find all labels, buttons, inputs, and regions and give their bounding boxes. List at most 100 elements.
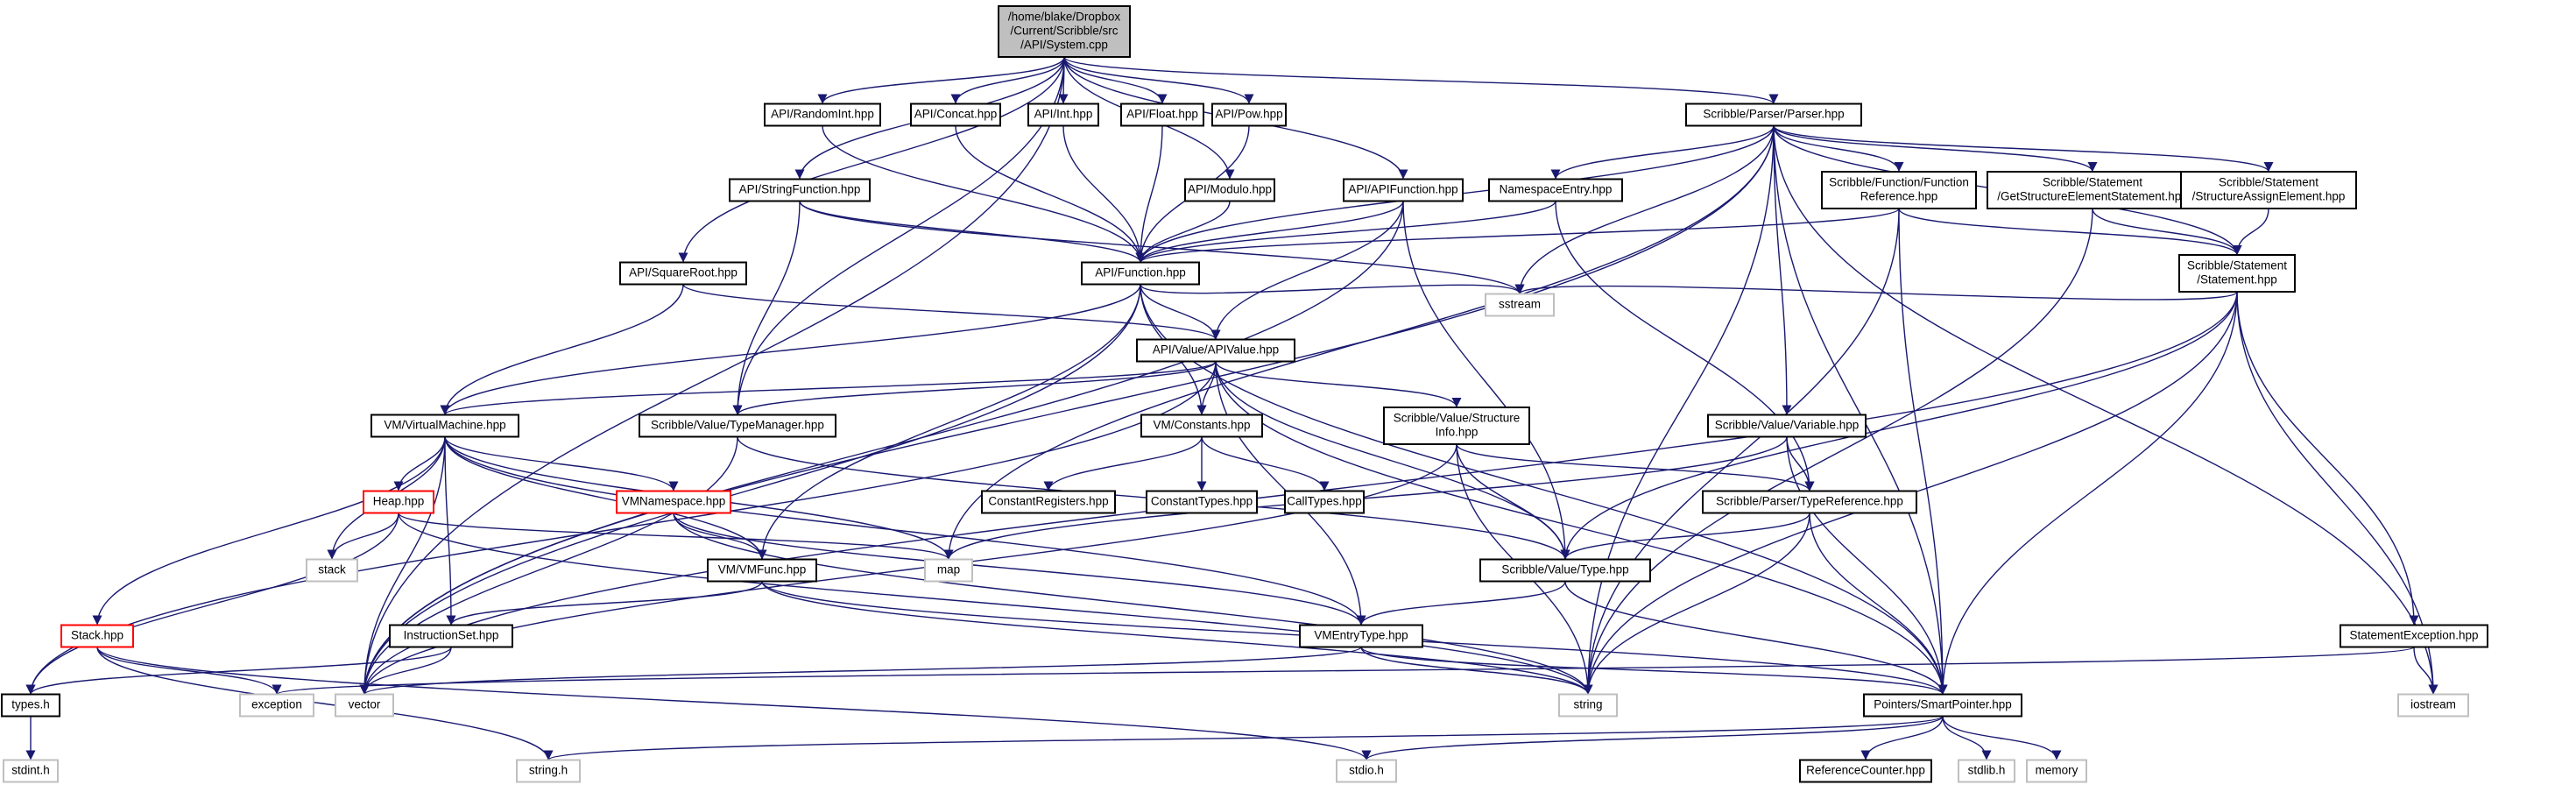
edge-root-to-concat: [950, 56, 1065, 104]
edge-root-to-parser: [1063, 56, 1779, 105]
node-stackhpp[interactable]: Stack.hpp: [60, 624, 134, 648]
node-constants[interactable]: VM/Constants.hpp: [1140, 414, 1263, 438]
edge-smartpointer-to-stdio: [1361, 715, 1944, 761]
edge-layer: [25, 56, 2438, 761]
node-pow[interactable]: API/Pow.hpp: [1211, 103, 1287, 127]
node-box-sstream: [1485, 293, 1555, 317]
node-label-referencecounter: ReferenceCounter.hpp: [1806, 764, 1925, 777]
node-type[interactable]: Scribble/Value/Type.hpp: [1479, 558, 1651, 583]
node-map[interactable]: map: [924, 558, 973, 583]
node-constanttypes[interactable]: ConstantTypes.hpp: [1146, 490, 1258, 514]
node-label-stringh: string.h: [529, 764, 568, 777]
node-stack[interactable]: stack: [306, 558, 358, 583]
node-parser[interactable]: Scribble/Parser/Parser.hpp: [1685, 103, 1862, 127]
node-structureassign[interactable]: Scribble/Statement/StructureAssignElemen…: [2180, 171, 2357, 209]
node-label-typemanager: Scribble/Value/TypeManager.hpp: [651, 419, 824, 432]
edge-function-to-vector: [359, 284, 1141, 695]
node-label-typereference: Scribble/Parser/TypeReference.hpp: [1716, 495, 1903, 508]
node-box-namespaceentry: [1488, 178, 1623, 202]
node-label-virtualmachine: VM/VirtualMachine.hpp: [384, 419, 505, 432]
node-label-namespaceentry: NamespaceEntry.hpp: [1500, 183, 1613, 196]
node-stringh[interactable]: string.h: [516, 759, 581, 783]
node-virtualmachine[interactable]: VM/VirtualMachine.hpp: [371, 414, 519, 438]
node-smartpointer[interactable]: Pointers/SmartPointer.hpp: [1863, 693, 2022, 718]
edge-squareroot-to-apivalue: [682, 283, 1221, 341]
node-vector[interactable]: vector: [335, 693, 394, 718]
edge-virtualmachine-to-vector: [359, 436, 446, 695]
node-statementexception[interactable]: StatementException.hpp: [2340, 624, 2488, 648]
node-typemanager[interactable]: Scribble/Value/TypeManager.hpp: [639, 414, 836, 438]
node-box-getstructure: [1987, 171, 2198, 209]
node-string[interactable]: string: [1558, 693, 1618, 718]
node-label-getstructure: Scribble/Statement: [2043, 176, 2142, 189]
node-memory[interactable]: memory: [2026, 759, 2087, 783]
node-box-calltypes: [1284, 490, 1365, 514]
node-int[interactable]: API/Int.hpp: [1027, 103, 1099, 127]
node-box-concat: [910, 103, 1001, 127]
edge-structureinfo-to-vector: [359, 443, 1457, 695]
node-box-types: [1, 693, 60, 718]
node-vmnamespace[interactable]: VMNamespace.hpp: [616, 490, 731, 514]
node-box-modulo: [1184, 178, 1275, 202]
node-box-type: [1479, 558, 1651, 583]
node-vmfunc[interactable]: VM/VMFunc.hpp: [707, 558, 817, 583]
edge-virtualmachine-to-vmnamespace: [444, 436, 679, 491]
node-iostream[interactable]: iostream: [2397, 693, 2469, 718]
node-label-stdlib: stdlib.h: [1968, 764, 2006, 777]
node-heap[interactable]: Heap.hpp: [363, 490, 434, 514]
node-namespaceentry[interactable]: NamespaceEntry.hpp: [1488, 178, 1623, 202]
node-float[interactable]: API/Float.hpp: [1120, 103, 1204, 127]
node-box-stack: [306, 558, 358, 583]
edge-root-to-vector: [359, 56, 1065, 695]
edge-parser-to-iostream: [1773, 125, 2438, 695]
node-types[interactable]: types.h: [1, 693, 60, 718]
edge-apifunction-to-type: [1402, 201, 1570, 560]
node-variable[interactable]: Scribble/Value/Variable.hpp: [1707, 414, 1867, 438]
node-referencecounter[interactable]: ReferenceCounter.hpp: [1799, 759, 1932, 783]
node-sstream[interactable]: sstream: [1485, 293, 1555, 317]
node-label-variable: Scribble/Value/Variable.hpp: [1715, 419, 1860, 432]
node-apivalue[interactable]: API/Value/APIValue.hpp: [1136, 338, 1295, 363]
node-constantregisters[interactable]: ConstantRegisters.hpp: [981, 490, 1116, 514]
node-label-statement: Scribble/Statement: [2187, 259, 2287, 272]
node-root[interactable]: /home/blake/Dropbox/Current/Scribble/src…: [998, 5, 1131, 58]
node-stringfunction[interactable]: API/StringFunction.hpp: [729, 178, 871, 202]
node-function[interactable]: API/Function.hpp: [1081, 261, 1200, 286]
node-box-apivalue: [1136, 338, 1295, 363]
node-typereference[interactable]: Scribble/Parser/TypeReference.hpp: [1702, 490, 1917, 514]
node-label-parser: Scribble/Parser/Parser.hpp: [1703, 108, 1844, 121]
node-box-memory: [2026, 759, 2087, 783]
node-stdint[interactable]: stdint.h: [3, 759, 59, 783]
node-box-constants: [1140, 414, 1263, 438]
edge-stringfunction-to-function: [799, 201, 1146, 263]
edge-instructionset-to-types: [25, 647, 452, 695]
node-modulo[interactable]: API/Modulo.hpp: [1184, 178, 1275, 202]
node-concat[interactable]: API/Concat.hpp: [910, 103, 1001, 127]
node-calltypes[interactable]: CallTypes.hpp: [1284, 490, 1365, 514]
node-label-vmentrytype: VMEntryType.hpp: [1314, 629, 1408, 642]
node-exception[interactable]: exception: [239, 693, 314, 718]
node-randomint[interactable]: API/RandomInt.hpp: [764, 103, 881, 127]
edge-namespaceentry-to-function: [1135, 201, 1556, 263]
node-getstructure[interactable]: Scribble/Statement/GetStructureElementSt…: [1987, 171, 2198, 209]
node-box-structureinfo: [1383, 407, 1530, 445]
node-stdio[interactable]: stdio.h: [1336, 759, 1397, 783]
edge-statement-to-type: [1560, 291, 2238, 560]
edge-getstructure-to-string: [1583, 208, 2093, 695]
edge-apifunction-to-apivalue: [1210, 201, 1404, 340]
node-label-type: Scribble/Value/Type.hpp: [1501, 563, 1628, 576]
node-box-pow: [1211, 103, 1287, 127]
node-vmentrytype[interactable]: VMEntryType.hpp: [1299, 624, 1423, 648]
node-apifunction[interactable]: API/APIFunction.hpp: [1343, 178, 1464, 202]
node-label-functionreference: Scribble/Function/Function: [1829, 176, 1969, 189]
edge-stackhpp-to-exception: [96, 647, 282, 695]
node-label-structureinfo: Info.hpp: [1436, 426, 1479, 439]
node-squareroot[interactable]: API/SquareRoot.hpp: [619, 261, 747, 286]
edge-apivalue-to-virtualmachine: [440, 360, 1217, 416]
node-layer: /home/blake/Dropbox/Current/Scribble/src…: [1, 5, 2488, 783]
node-instructionset[interactable]: InstructionSet.hpp: [389, 624, 513, 648]
node-statement[interactable]: Scribble/Statement/Statement.hpp: [2178, 254, 2296, 293]
node-stdlib[interactable]: stdlib.h: [1958, 759, 2015, 783]
